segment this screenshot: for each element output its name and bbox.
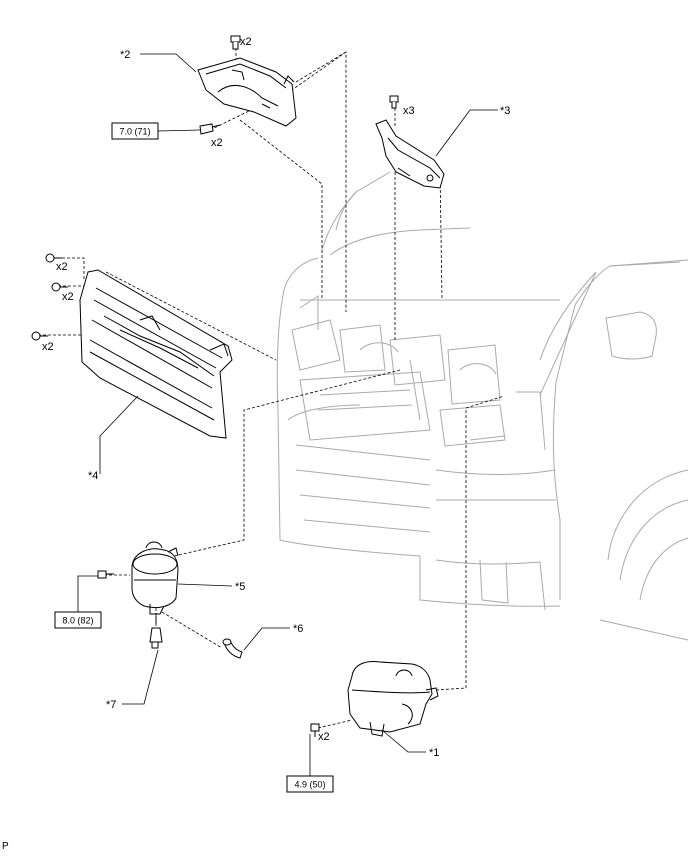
assembly-dashed-lines bbox=[38, 48, 505, 729]
quantity-label: x2 bbox=[211, 137, 223, 149]
callout-2-label: *2 bbox=[120, 49, 130, 61]
torque-value: 4.9 (50) bbox=[294, 780, 325, 790]
quantity-label: x2 bbox=[318, 731, 330, 743]
callout-1-label: *1 bbox=[429, 747, 439, 759]
screw-icon bbox=[51, 282, 68, 292]
torque-value: 8.0 (82) bbox=[62, 616, 93, 626]
bolt-icon bbox=[230, 35, 241, 50]
diagram-code: P bbox=[2, 841, 9, 852]
hose-part bbox=[222, 638, 243, 659]
reservoir-tank-part bbox=[131, 541, 179, 624]
right-bracket-part bbox=[375, 119, 445, 189]
quantity-label: x2 bbox=[42, 341, 54, 353]
callout-4-label: *4 bbox=[88, 470, 98, 482]
callout-5-label: *5 bbox=[235, 581, 245, 593]
quantity-label: x3 bbox=[403, 105, 415, 117]
torque-spec-box: 8.0 (82) bbox=[54, 611, 102, 629]
callout-leaders bbox=[77, 53, 498, 776]
clip-part bbox=[149, 627, 163, 649]
bolt-icon bbox=[389, 95, 399, 109]
bolt-icon bbox=[97, 570, 114, 579]
quantity-label: x2 bbox=[56, 261, 68, 273]
quantity-label: x2 bbox=[62, 291, 74, 303]
callout-3-label: *3 bbox=[500, 105, 510, 117]
torque-spec-box: 7.0 (71) bbox=[111, 122, 159, 140]
screw-icon bbox=[31, 331, 48, 341]
radiator-grille-part bbox=[79, 269, 233, 439]
torque-spec-box: 4.9 (50) bbox=[286, 775, 334, 793]
coolant-tank-part bbox=[347, 661, 439, 737]
quantity-label: x2 bbox=[240, 36, 252, 48]
bolt-icon bbox=[310, 723, 320, 737]
vehicle-front-outline bbox=[276, 171, 688, 641]
callout-7-label: *7 bbox=[106, 699, 116, 711]
callout-6-label: *6 bbox=[293, 623, 303, 635]
upper-bracket-part bbox=[197, 57, 297, 127]
bolt-icon bbox=[199, 123, 221, 135]
screw-icon bbox=[45, 253, 62, 263]
torque-value: 7.0 (71) bbox=[119, 127, 150, 137]
